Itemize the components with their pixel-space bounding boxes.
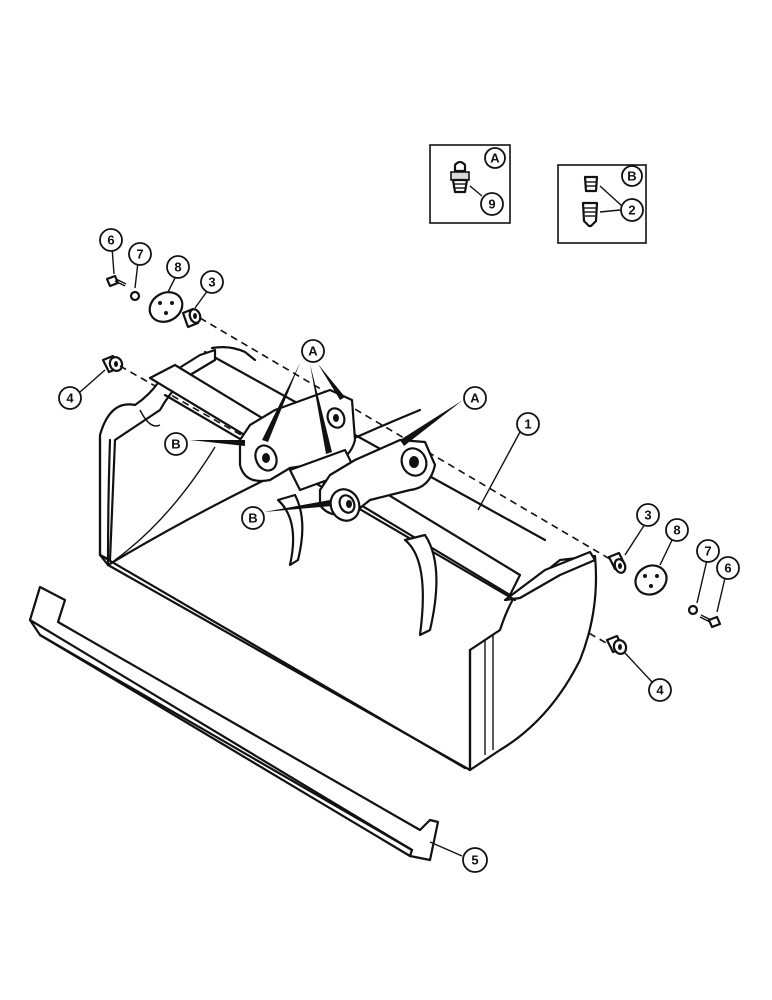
callout-right-4: 4 (648, 678, 672, 702)
left-bolt-icon (105, 274, 127, 288)
svg-text:3: 3 (208, 275, 215, 290)
callout-part-9: 9 (480, 192, 504, 216)
callout-top-A: A (301, 339, 325, 363)
right-spacer-icon (605, 634, 628, 655)
callout-right-3: 3 (636, 503, 660, 527)
right-hardware: 3 8 7 6 4 (605, 503, 740, 702)
callout-bucket-1: 1 (516, 412, 540, 436)
callout-left-8: 8 (166, 255, 190, 279)
svg-text:7: 7 (136, 247, 143, 262)
plug-icon (581, 175, 599, 228)
cutting-edge: 5 (28, 585, 488, 873)
svg-text:A: A (490, 151, 500, 166)
svg-text:4: 4 (656, 683, 664, 698)
svg-text:B: B (171, 437, 180, 452)
right-lockwasher-icon (687, 604, 699, 616)
svg-text:2: 2 (628, 203, 635, 218)
callout-inset-b: B (621, 165, 643, 187)
callout-part-2: 2 (620, 198, 644, 222)
right-bushing-icon (607, 551, 627, 574)
svg-text:9: 9 (488, 197, 495, 212)
callout-left-6: 6 (99, 228, 123, 252)
pivot-brackets (238, 388, 437, 522)
callout-edge-5: 5 (462, 847, 488, 873)
svg-text:A: A (470, 391, 480, 406)
svg-text:A: A (308, 344, 318, 359)
callout-right-7: 7 (696, 539, 720, 563)
svg-text:3: 3 (644, 508, 651, 523)
right-bolt-icon (699, 614, 722, 629)
right-plate-icon (634, 564, 668, 596)
callout-inset-a: A (484, 147, 506, 169)
left-plate-icon (148, 291, 184, 323)
svg-text:5: 5 (471, 853, 478, 868)
callout-left-7: 7 (128, 242, 152, 266)
inset-b: B 2 (557, 164, 647, 244)
svg-text:B: B (248, 511, 257, 526)
callout-left-3: 3 (200, 270, 224, 294)
callout-left-4: 4 (58, 386, 82, 410)
grease-fitting-icon (450, 160, 470, 194)
callout-left-B: B (164, 432, 188, 456)
callout-center-B: B (241, 506, 265, 530)
leader-lines-center (190, 363, 521, 512)
svg-text:8: 8 (673, 523, 680, 538)
svg-text:7: 7 (704, 544, 711, 559)
svg-text:1: 1 (524, 417, 531, 432)
left-lockwasher-icon (129, 290, 141, 302)
callout-right-6: 6 (716, 556, 740, 580)
svg-text:4: 4 (66, 391, 74, 406)
left-bushing-icon (181, 307, 202, 329)
callout-mid-A: A (463, 386, 487, 410)
callout-right-8: 8 (665, 518, 689, 542)
left-hardware: 6 7 8 3 4 (58, 228, 224, 410)
svg-text:6: 6 (107, 233, 114, 248)
svg-text:6: 6 (724, 561, 731, 576)
inset-a: A 9 (429, 144, 511, 224)
left-spacer-icon (101, 354, 124, 374)
svg-text:B: B (627, 169, 636, 184)
svg-text:8: 8 (174, 260, 181, 275)
